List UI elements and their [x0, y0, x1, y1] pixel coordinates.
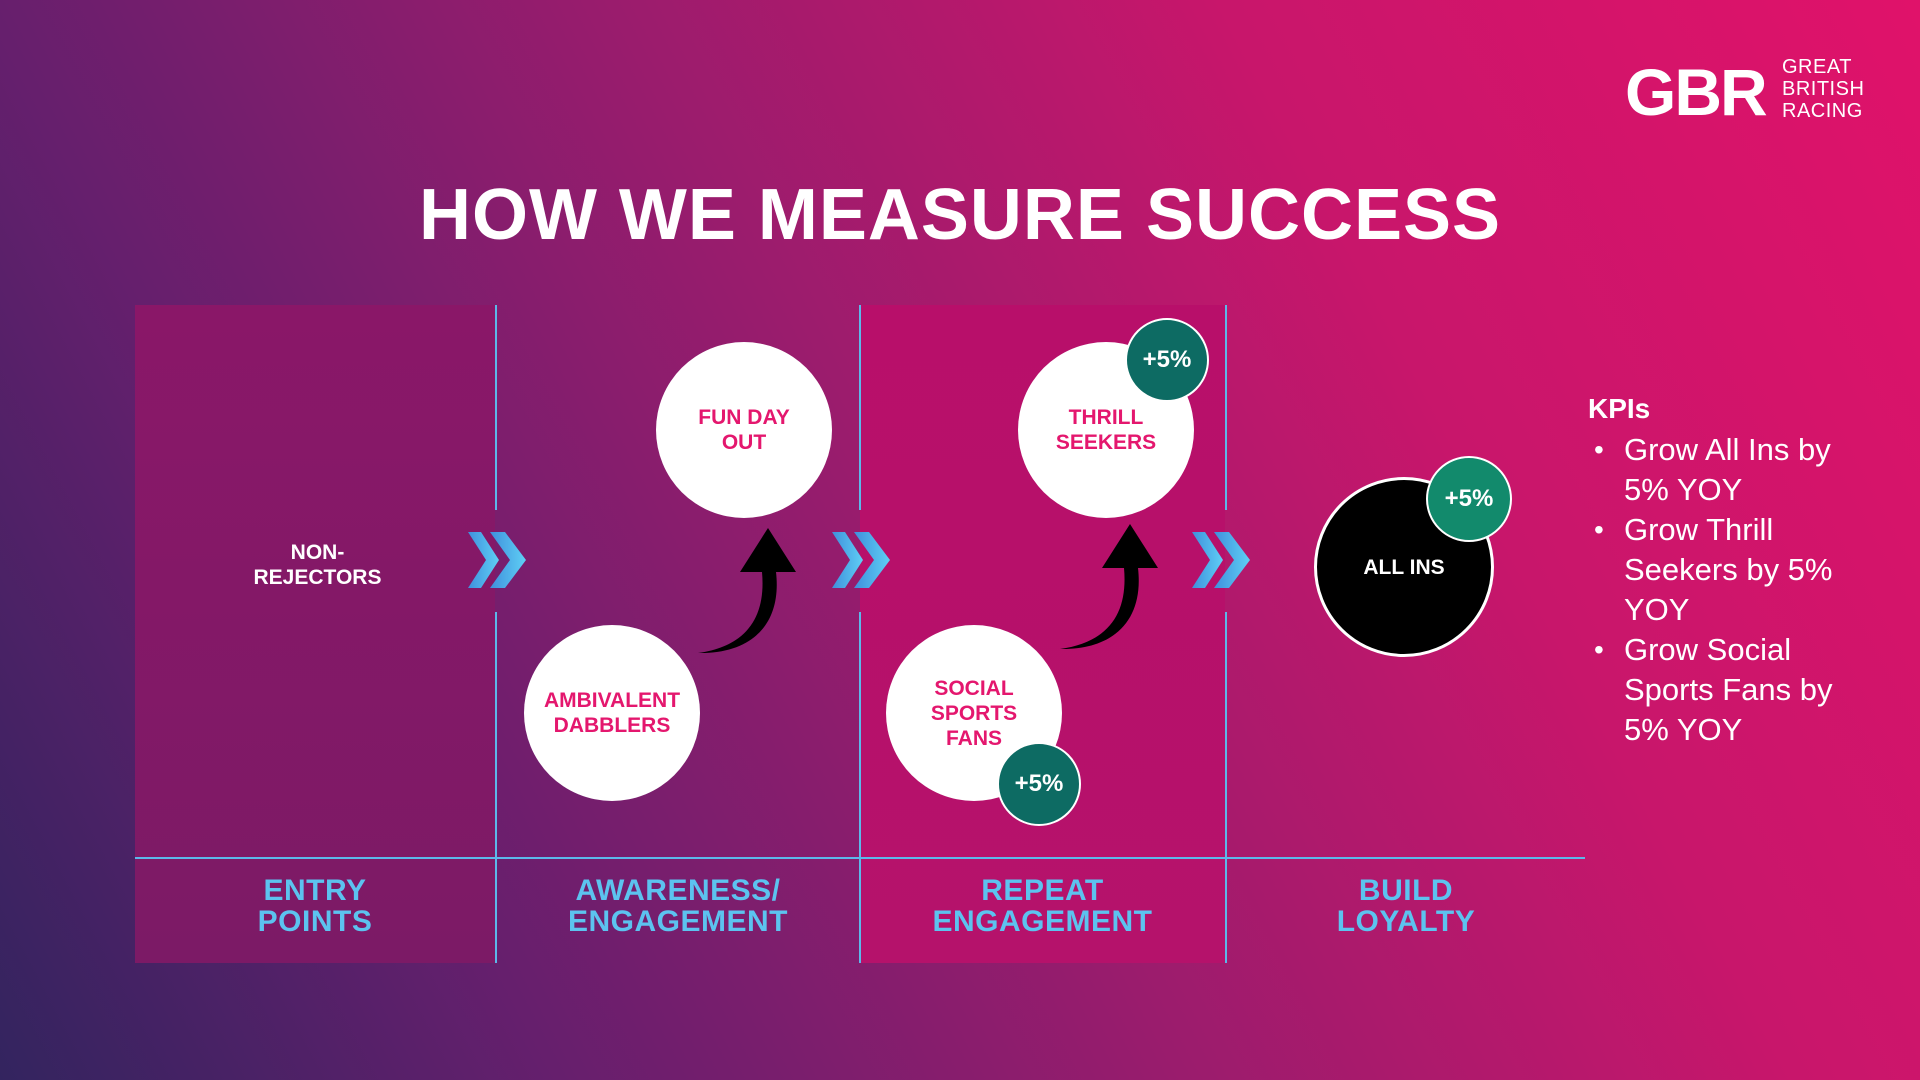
social-sports-fans-growth-badge: +5% [997, 742, 1081, 826]
logo-wordmark: GREAT BRITISH RACING [1782, 56, 1865, 122]
divider-top-3 [1225, 305, 1227, 510]
chevron-right-icon [1192, 532, 1250, 588]
divider-bottom-1 [495, 612, 497, 963]
stage-label-entry-points: ENTRY POINTS [257, 874, 373, 938]
stage-baseline [135, 857, 1585, 859]
segment-non-rejectors: NON- REJECTORS [253, 541, 382, 589]
chevron-right-icon [832, 532, 890, 588]
kpi-panel: KPIs Grow All Ins by 5% YOY Grow Thrill … [1588, 390, 1918, 750]
divider-bottom-2 [859, 612, 861, 963]
segment-ambivalent-dabblers: AMBIVALENT DABBLERS [524, 625, 700, 801]
kpi-item: Grow Social Sports Fans by 5% YOY [1588, 630, 1864, 750]
stage-label-build-loyalty: BUILD LOYALTY [1336, 874, 1476, 938]
logo-letters: GBR [1625, 55, 1768, 129]
chevron-right-icon [468, 532, 526, 588]
page-title: HOW WE MEASURE SUCCESS [418, 175, 1502, 255]
curved-up-arrow-icon [698, 528, 796, 654]
stage-label-repeat-engagement: REPEAT ENGAGEMENT [932, 874, 1153, 938]
kpi-item: Grow Thrill Seekers by 5% YOY [1588, 510, 1864, 630]
divider-top-1 [495, 305, 497, 510]
kpi-heading: KPIs [1588, 393, 1651, 424]
segment-fun-day-out: FUN DAY OUT [656, 342, 832, 518]
entry-points-column [135, 305, 495, 963]
all-ins-growth-badge: +5% [1426, 456, 1512, 542]
gbr-logo: GBR GREAT BRITISH RACING [1625, 52, 1870, 132]
stage-label-awareness-engagement: AWARENESS/ ENGAGEMENT [567, 874, 788, 938]
divider-bottom-3 [1225, 612, 1227, 963]
thrill-seekers-growth-badge: +5% [1125, 318, 1209, 402]
kpi-list: Grow All Ins by 5% YOY Grow Thrill Seeke… [1588, 430, 1918, 750]
curved-up-arrow-icon [1060, 524, 1158, 650]
divider-top-2 [859, 305, 861, 510]
kpi-item: Grow All Ins by 5% YOY [1588, 430, 1864, 510]
